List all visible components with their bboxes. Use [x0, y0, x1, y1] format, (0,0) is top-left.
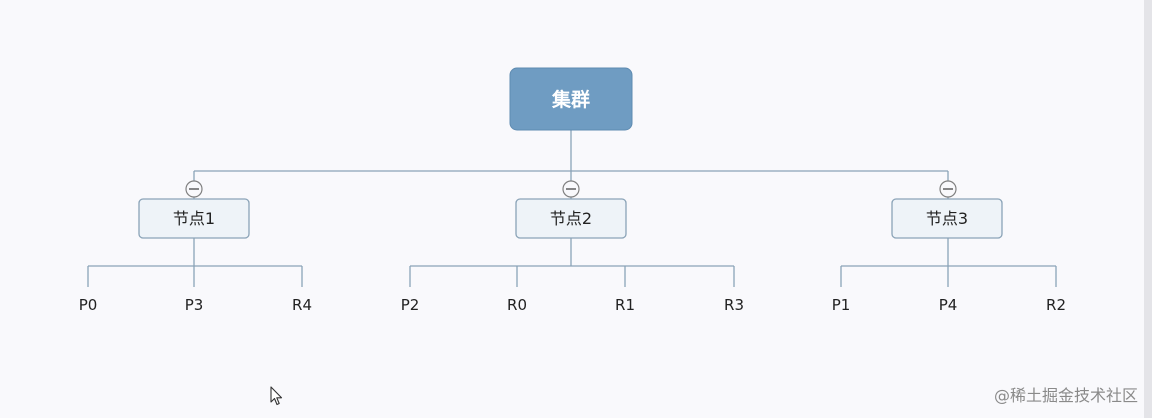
- leaf-node[interactable]: R0: [507, 296, 527, 314]
- leaf-node[interactable]: P0: [79, 296, 98, 314]
- vertical-scrollbar[interactable]: [1144, 0, 1152, 418]
- node2-leaf-connectors: [409, 238, 735, 287]
- collapse-minus-icon[interactable]: [562, 180, 580, 198]
- mouse-pointer-icon: [270, 386, 283, 406]
- child-node-3[interactable]: 节点3: [891, 198, 1003, 239]
- node1-leaf-connectors: [87, 238, 303, 287]
- node3-leaf-connectors: [840, 238, 1057, 287]
- leaf-node[interactable]: P2: [401, 296, 420, 314]
- collapse-minus-icon[interactable]: [185, 180, 203, 198]
- child-node-1[interactable]: 节点1: [138, 198, 250, 239]
- watermark: @稀土掘金技术社区: [993, 386, 1138, 405]
- child-node-3-label: 节点3: [926, 209, 968, 228]
- leaf-node[interactable]: P1: [832, 296, 851, 314]
- leaf-node[interactable]: R4: [292, 296, 312, 314]
- child-node-2-label: 节点2: [550, 209, 592, 228]
- child-node-2[interactable]: 节点2: [515, 198, 627, 239]
- root-node[interactable]: 集群: [509, 67, 633, 131]
- leaf-node[interactable]: P3: [185, 296, 204, 314]
- collapse-minus-icon[interactable]: [939, 180, 957, 198]
- leaf-node[interactable]: R1: [615, 296, 635, 314]
- root-node-label: 集群: [551, 88, 590, 111]
- leaf-node[interactable]: P4: [939, 296, 958, 314]
- child-node-1-label: 节点1: [173, 209, 215, 228]
- leaf-node[interactable]: R3: [724, 296, 744, 314]
- leaf-node[interactable]: R2: [1046, 296, 1066, 314]
